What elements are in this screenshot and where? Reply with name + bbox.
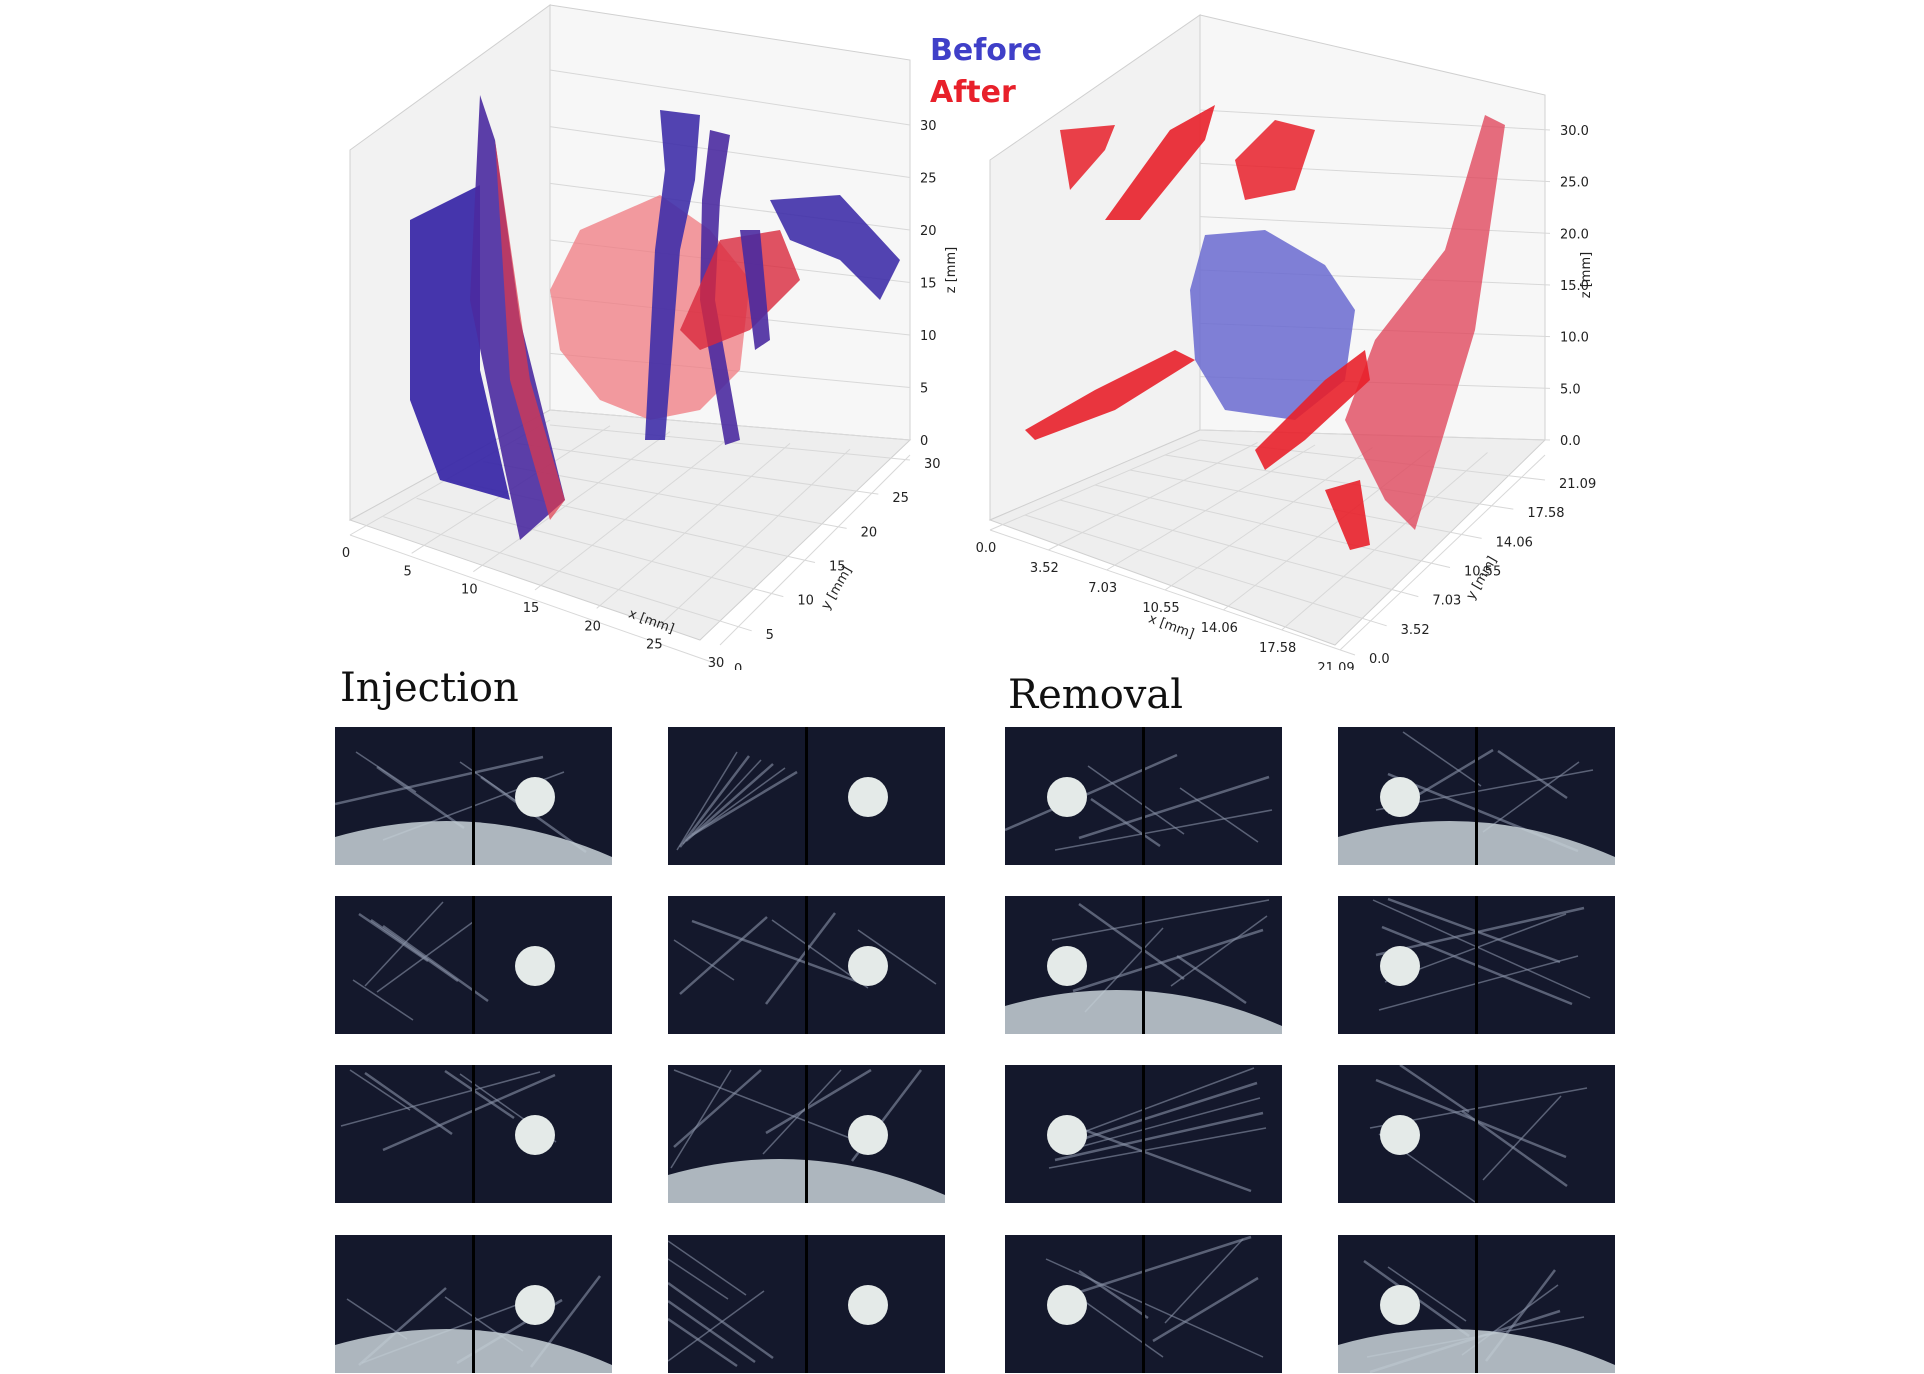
x-tick-label: 21.09 [1317,661,1354,670]
legend-before: Before [930,33,1043,68]
right-plot-surfaces [1025,105,1505,550]
pair-divider [472,896,475,1034]
z-tick-label: 20 [920,224,937,239]
right-plot-ticks: 0.03.527.0310.5514.0617.5821.090.03.527.… [976,124,1597,670]
z-tick-label: 15 [920,277,937,292]
y-tick-label: 0.0 [1369,652,1390,667]
y-tick-label: 14.06 [1496,535,1533,550]
x-tick-label: 0 [342,546,350,561]
ct-image-pair [1338,1065,1615,1203]
z-tick-label: 10.0 [1560,331,1589,346]
z-tick-label: 5 [920,382,928,397]
x-tick-label: 5 [404,564,412,579]
ct-image-pair [668,1065,945,1203]
pair-divider [1142,1235,1145,1373]
pair-divider [472,1065,475,1203]
z-tick-label: 10 [920,329,937,344]
x-tick-label: 7.03 [1088,581,1117,596]
pair-divider [805,727,808,865]
pair-divider [1142,1065,1145,1203]
y-tick-label: 0 [734,662,742,670]
x-tick-label: 14.06 [1201,621,1238,636]
y-tick-label: 3.52 [1401,623,1430,638]
pair-divider [1475,1235,1478,1373]
z-tick-label: 0 [920,434,928,449]
pair-divider [472,1235,475,1373]
z-tick-label: 20.0 [1560,227,1589,242]
x-tick-label: 15 [523,601,540,616]
x-tick-label: 25 [646,638,663,653]
ct-image-pair [1005,896,1282,1034]
pair-divider [1475,727,1478,865]
injection-title: Injection [340,665,519,711]
x-tick-label: 17.58 [1259,641,1296,656]
left-z-label: z [mm] [944,247,959,293]
z-tick-label: 30.0 [1560,124,1589,139]
pair-divider [805,1235,808,1373]
z-tick-label: 5.0 [1560,382,1581,397]
pair-divider [472,727,475,865]
pair-divider [805,896,808,1034]
ct-image-pair [335,1235,612,1373]
y-tick-label: 21.09 [1559,477,1596,492]
ct-image-pair [668,727,945,865]
y-tick-label: 17.58 [1527,506,1564,521]
y-tick-label: 5 [766,628,774,643]
z-tick-label: 0.0 [1560,434,1581,449]
y-tick-label: 10 [797,594,814,609]
y-tick-label: 30 [924,457,941,472]
pair-divider [1142,727,1145,865]
x-tick-label: 3.52 [1030,561,1059,576]
z-tick-label: 25 [920,172,937,187]
left-plot-surfaces [410,95,900,540]
x-tick-label: 0.0 [976,541,997,556]
removal-title: Removal [1008,672,1184,718]
ct-image-pair [1005,1235,1282,1373]
y-tick-label: 20 [861,525,878,540]
ct-image-pair [1338,727,1615,865]
pair-divider [1142,896,1145,1034]
y-tick-label: 25 [892,491,909,506]
ct-image-pair [335,896,612,1034]
ct-image-pair [335,1065,612,1203]
z-tick-label: 25.0 [1560,176,1589,191]
x-tick-label: 20 [584,619,601,634]
ct-image-pair [335,727,612,865]
ct-image-pair [1005,727,1282,865]
y-tick-label: 15 [829,560,846,575]
ct-image-pair [1005,1065,1282,1203]
pair-divider [1475,1065,1478,1203]
legend: Before After [930,30,1042,114]
right-x-label: x [mm] [1146,612,1196,642]
right-z-label: z [mm] [1579,252,1594,298]
right-3d-plot: x [mm] y [mm] z [mm] 0.03.527.0310.5514.… [976,14,1597,670]
x-tick-label: 10 [461,583,478,598]
z-tick-label: 30 [920,119,937,134]
y-tick-label: 7.03 [1432,594,1461,609]
y-tick-label: 10.55 [1464,565,1501,580]
ct-image-pair [1338,1235,1615,1373]
z-tick-label: 15.0 [1560,279,1589,294]
legend-after: After [930,75,1016,110]
pair-divider [805,1065,808,1203]
x-tick-label: 30 [708,656,725,670]
x-tick-label: 10.55 [1142,601,1179,616]
ct-image-pair [668,1235,945,1373]
ct-image-pair [1338,896,1615,1034]
ct-image-pair [668,896,945,1034]
left-plot-ticks: 0 5 10 15 20 25 30 0 5 10 15 20 25 30 0 5 10 15 20 25 30 [342,119,941,670]
pair-divider [1475,896,1478,1034]
